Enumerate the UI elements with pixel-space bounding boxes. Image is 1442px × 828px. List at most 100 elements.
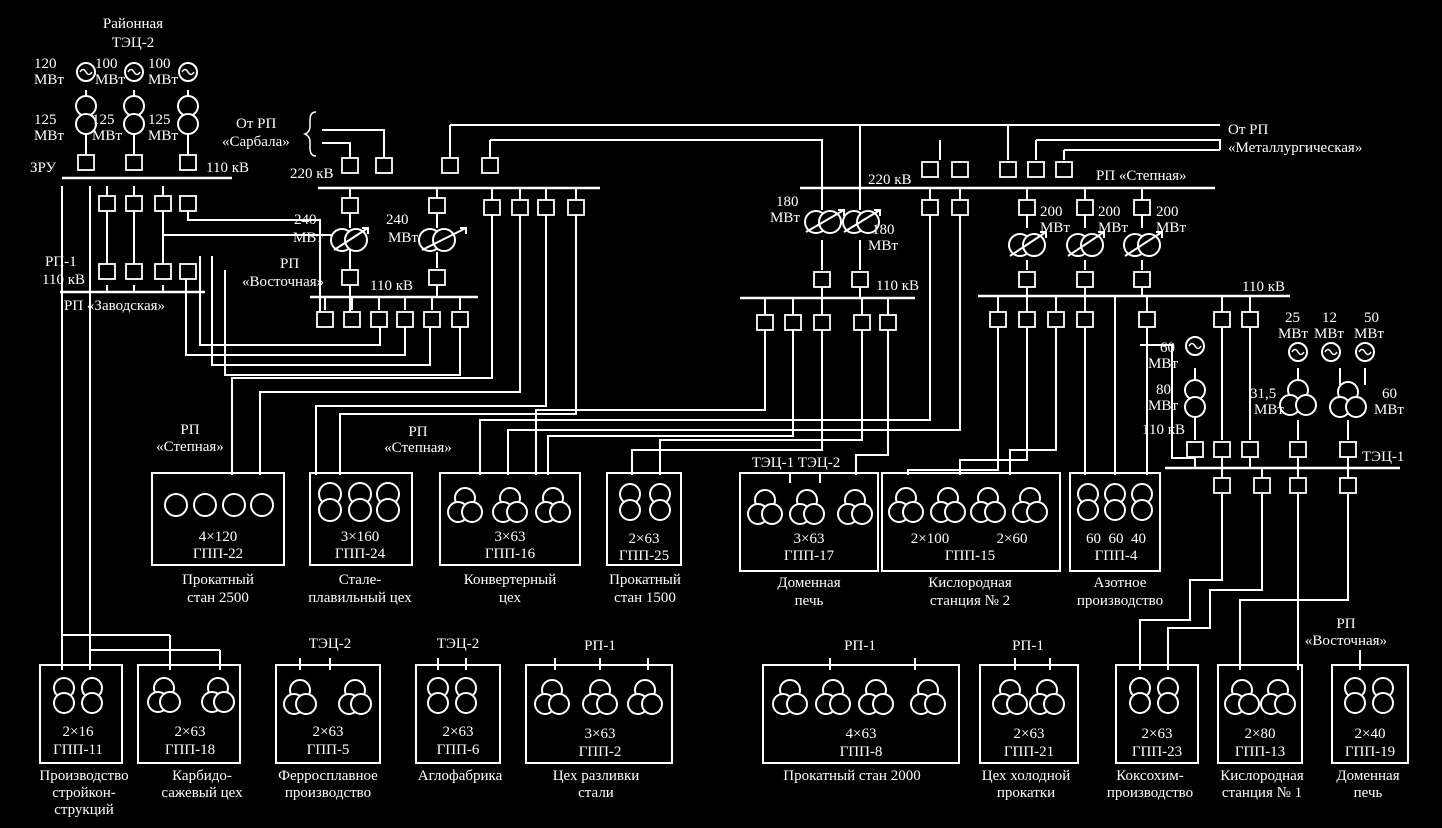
gen60-unit: МВт [1148, 356, 1178, 372]
gpp15-caption-1: Кислородная [928, 575, 1012, 591]
plant-tec1 [1184, 336, 1375, 418]
gpp21-caption-1: Цех холодной [982, 768, 1071, 784]
gpp16-label: ГПП-16 [485, 546, 536, 562]
zru-label: ЗРУ [30, 160, 56, 176]
gpp17-caption-1: Доменная [777, 575, 840, 591]
gpp11-caption-2: стройкон- [52, 785, 115, 801]
gpp22-rating: 4×120 [199, 529, 237, 545]
gpp18-caption-2: сажевый цех [161, 785, 243, 801]
gpp24-rating: 3×160 [341, 529, 379, 545]
at3-unit: МВт [770, 210, 800, 226]
from-rp-metal-2: «Металлургическая» [1228, 140, 1362, 156]
gpp24-label: ГПП-24 [335, 546, 386, 562]
tr3-unit: МВт [148, 128, 178, 144]
wiring [61, 90, 1366, 670]
gen50-unit: МВт [1354, 326, 1384, 342]
gpp15-caption-2: станция № 2 [930, 593, 1010, 609]
gpp23-caption-2: производство [1107, 785, 1193, 801]
tr1-unit: МВт [34, 128, 64, 144]
gpp19-note-2: «Восточная» [1305, 633, 1387, 649]
tr315-unit: МВт [1254, 402, 1284, 418]
center-110-voltage: 110 кВ [370, 278, 413, 294]
gpp17-caption-2: печь [795, 593, 824, 609]
rp1-label: РП-1 [45, 254, 77, 270]
tr2-value: 125 [92, 112, 115, 128]
gen12-unit: МВт [1314, 326, 1344, 342]
gpp19-note-1: РП [1336, 616, 1355, 632]
gen60-value: 60 [1160, 340, 1175, 356]
gpp19-caption-1: Доменная [1336, 768, 1399, 784]
gpp11-caption-3: струкций [54, 802, 114, 818]
gpp4-label: ГПП-4 [1095, 548, 1138, 564]
gpp4-caption-2: производство [1077, 593, 1163, 609]
at4-unit: МВт [868, 238, 898, 254]
gpp16-caption-2: цех [499, 590, 521, 606]
rp-vostochnaya-1: РП [280, 256, 299, 272]
tr60-unit: МВт [1374, 402, 1404, 418]
gpp25-caption-2: стан 1500 [614, 590, 676, 606]
rp-vostochnaya-2: «Восточная» [242, 274, 324, 290]
substation-boxes [39, 472, 1409, 764]
gpp13-rating: 2×80 [1245, 726, 1276, 742]
gpp4-caption-1: Азотное [1094, 575, 1147, 591]
gpp5-caption-2: производство [285, 785, 371, 801]
tr3-value: 125 [148, 112, 171, 128]
at1-unit: МВт [293, 230, 323, 246]
gpp8-note: РП-1 [844, 638, 876, 654]
gpp8-caption-1: Прокатный стан 2000 [783, 768, 920, 784]
gen25-unit: МВт [1278, 326, 1308, 342]
labels: Районная ТЭЦ-2 120 МВт 100 МВт 100 МВт 1… [30, 16, 1404, 818]
gpp5-label: ГПП-5 [307, 742, 350, 758]
from-rp-sarbala-2: «Сарбала» [222, 134, 290, 150]
plant-tec2 [75, 62, 199, 135]
center-220-voltage: 220 кВ [290, 166, 334, 182]
at6-unit: МВт [1098, 220, 1128, 236]
gen12-value: 12 [1322, 310, 1337, 326]
gpp15-rating-a: 2×100 [911, 531, 949, 547]
gpp24-caption-1: Стале- [339, 572, 381, 588]
gpp6-label: ГПП-6 [437, 742, 480, 758]
gpp13-caption-1: Кислородная [1220, 768, 1304, 784]
gpp17-label: ГПП-17 [784, 548, 835, 564]
gpp25-caption-1: Прокатный [609, 572, 681, 588]
tr80-value: 80 [1156, 382, 1171, 398]
gpp18-rating: 2×63 [175, 724, 206, 740]
gpp23-rating: 2×63 [1142, 726, 1173, 742]
gpp13-caption-2: станция № 1 [1222, 785, 1302, 801]
rp-zavodskaya-label: РП «Заводская» [64, 298, 165, 314]
rp-stepnaya-label: РП «Степная» [1096, 168, 1187, 184]
autotransformers [330, 209, 1163, 257]
gpp22-note-2: «Степная» [156, 439, 224, 455]
at4-value: 180 [872, 222, 895, 238]
gpp19-caption-2: печь [1354, 785, 1383, 801]
tec1-label: ТЭЦ-1 [1362, 449, 1404, 465]
gen2-value: 100 [95, 56, 118, 72]
gpp23-caption-1: Коксохим- [1116, 768, 1183, 784]
gpp16-rating: 3×63 [495, 529, 526, 545]
gen50-value: 50 [1364, 310, 1379, 326]
gpp21-note: РП-1 [1012, 638, 1044, 654]
gpp8-rating: 4×63 [846, 726, 877, 742]
gpp24-caption-2: плавильный цех [308, 590, 412, 606]
gpp6-rating: 2×63 [443, 724, 474, 740]
gpp21-label: ГПП-21 [1004, 744, 1054, 760]
gpp2-note: РП-1 [584, 638, 616, 654]
gpp18-caption-1: Карбидо- [172, 768, 232, 784]
gpp19-rating: 2×40 [1355, 726, 1386, 742]
gpp19-label: ГПП-19 [1345, 744, 1395, 760]
tr315-value: 31,5 [1250, 386, 1276, 402]
at2-unit: МВт [388, 230, 418, 246]
at2-value: 240 [386, 212, 409, 228]
gpp17-rating: 3×63 [794, 531, 825, 547]
at6-value: 200 [1098, 204, 1121, 220]
at7-unit: МВт [1156, 220, 1186, 236]
gpp2-caption-2: стали [578, 785, 614, 801]
gen3-unit: МВт [148, 72, 178, 88]
gpp22-label: ГПП-22 [193, 546, 243, 562]
gpp18-label: ГПП-18 [165, 742, 215, 758]
gen25-value: 25 [1285, 310, 1300, 326]
gpp6-note: ТЭЦ-2 [437, 636, 479, 652]
tr60-value: 60 [1382, 386, 1397, 402]
gpp22-caption-2: стан 2500 [187, 590, 249, 606]
gpp21-rating: 2×63 [1014, 726, 1045, 742]
